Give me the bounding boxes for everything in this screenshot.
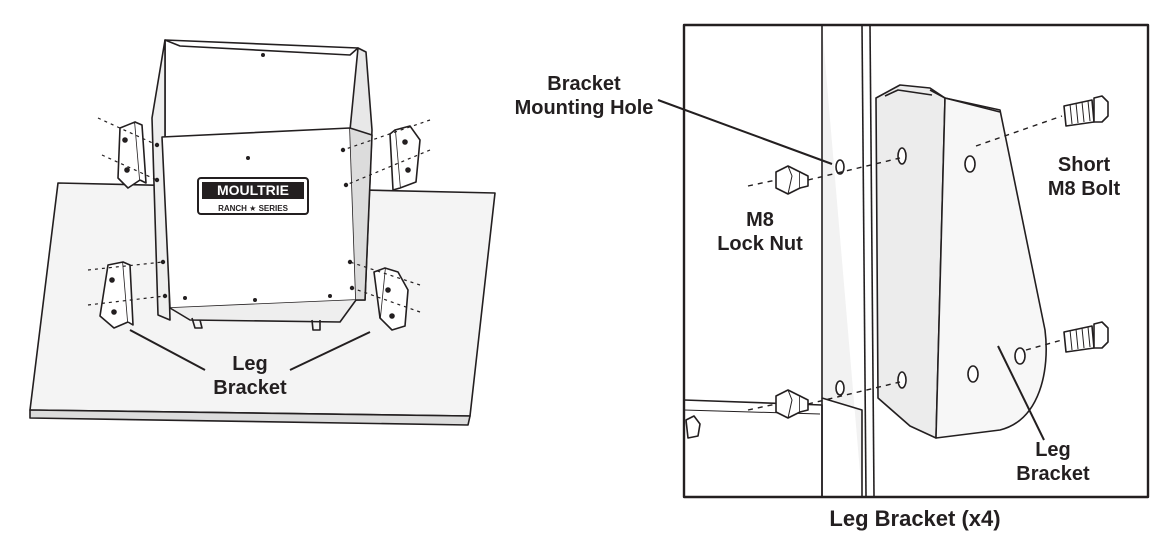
short-bolt-label: Short M8 Bolt [1036, 153, 1132, 201]
tray-nut [685, 415, 701, 439]
short-bolt-upper [1063, 95, 1109, 127]
hopper-rim [164, 39, 359, 56]
lock-nut-lower [775, 389, 809, 419]
left-leg-bracket-label: Leg Bracket [205, 352, 295, 400]
short-bolt-line2: M8 Bolt [1047, 178, 1121, 200]
right-leg-bracket-line1: Leg [1035, 439, 1071, 461]
base-plate-edge [29, 409, 471, 426]
short-bolt-lower [1063, 321, 1109, 353]
lock-nut-line1: M8 [746, 209, 774, 231]
leg-bracket-top-left [117, 121, 147, 189]
left-figure: MOULTRIE RANCH ★ SERIES [29, 39, 496, 426]
mounting-hole-line1: Bracket [547, 73, 621, 95]
hopper-bottom [169, 299, 357, 323]
logo-text: MOULTRIE [217, 182, 289, 198]
hopper-wall [821, 25, 863, 496]
hopper-front [161, 127, 357, 309]
left-leg-bracket-line1: Leg [232, 353, 268, 375]
lock-nut-label: M8 Lock Nut [712, 208, 808, 256]
lock-nut-line2: Lock Nut [717, 233, 803, 255]
right-leg-bracket-line2: Bracket [1016, 463, 1090, 485]
leg-bracket-top-right [389, 125, 421, 191]
lock-nut-upper [775, 165, 809, 195]
leg-bracket-bottom-right [373, 267, 409, 331]
figure-caption: Leg Bracket (x4) [829, 506, 1001, 531]
mounting-hole-label: Bracket Mounting Hole [506, 72, 662, 120]
logo-subtext: RANCH ★ SERIES [218, 204, 289, 213]
left-leg-bracket-line2: Bracket [213, 377, 287, 399]
mounting-hole-line2: Mounting Hole [514, 97, 654, 119]
leg-bracket-bottom-left [99, 261, 134, 329]
right-leg-bracket-label: Leg Bracket [1010, 438, 1096, 486]
hopper-left-wall [151, 39, 171, 321]
short-bolt-line1: Short [1057, 154, 1111, 176]
right-figure [657, 23, 1150, 499]
